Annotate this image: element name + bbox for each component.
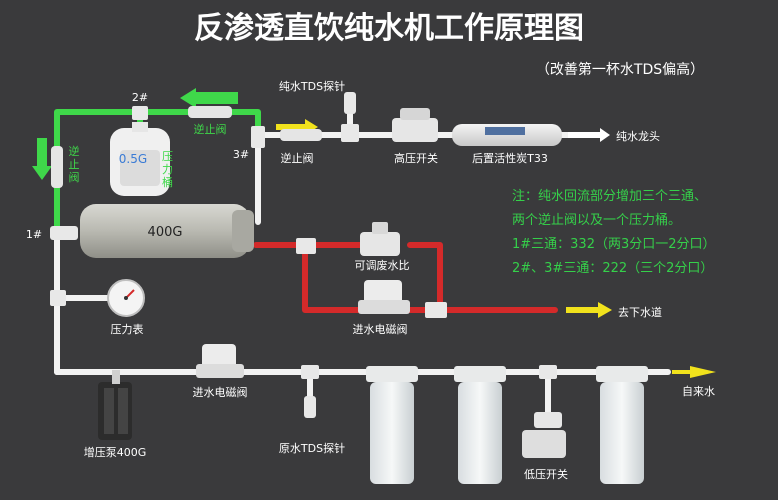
inlet-solenoid-red	[358, 280, 410, 314]
green-arrow-down-head	[32, 166, 52, 180]
filter-housing-1	[366, 366, 418, 484]
pure-tds-probe	[344, 92, 356, 114]
note-line-1: 注：纯水回流部分增加三个三通、	[512, 189, 707, 204]
yellow-arrow-drain	[566, 302, 612, 318]
tap-water-label: 自来水	[682, 385, 715, 398]
post-carbon-label: 后置活性炭T33	[472, 151, 548, 165]
booster-pump-label: 增压泵400G	[84, 445, 147, 459]
yellow-arrow-tap	[672, 366, 716, 378]
tee-2-fitting	[132, 106, 148, 120]
waste-ratio-label: 可调废水比	[355, 258, 410, 272]
low-pressure-switch-label: 低压开关	[524, 467, 568, 481]
check-valve-green-left-1: 逆	[69, 144, 80, 158]
low-pressure-switch	[522, 412, 566, 458]
check-valve-green-left-2: 止	[69, 158, 80, 171]
green-arrow-left-head	[180, 88, 196, 108]
check-valve-green-left-3: 阀	[69, 170, 80, 184]
ro-membrane: 400G	[80, 204, 254, 258]
green-arrow-left	[194, 92, 238, 104]
tee-3-label: 3#	[233, 148, 249, 161]
note-block: 注：纯水回流部分增加三个三通、 两个逆止阀以及一个压力桶。 1#三通：332（两…	[512, 189, 716, 276]
note-line-3: 1#三通：332（两3分口一2分口）	[512, 237, 716, 252]
tee-1-fitting	[50, 226, 78, 240]
filter-housing-3	[596, 366, 648, 484]
raw-tds-tee	[301, 365, 319, 379]
raw-tds-probe	[304, 396, 316, 418]
check-valve-white	[280, 129, 322, 141]
check-valve-green-top-label: 逆止阀	[194, 122, 227, 136]
check-valve-green-top	[188, 106, 232, 118]
tank-label-2: 力	[162, 163, 173, 176]
pure-faucet-arrow	[568, 128, 610, 142]
waste-ratio-valve	[360, 222, 400, 256]
note-line-4: 2#、3#三通：222（三个2分口）	[512, 261, 713, 276]
filter-housing-2	[454, 366, 506, 484]
note-line-2: 两个逆止阀以及一个压力桶。	[512, 212, 681, 228]
check-valve-green-left	[51, 146, 63, 188]
booster-pump	[98, 370, 132, 440]
pure-tds-tee	[341, 124, 359, 142]
raw-tds-probe-label: 原水TDS探针	[279, 441, 345, 455]
pure-tds-probe-label: 纯水TDS探针	[279, 79, 345, 93]
low-pressure-tee	[539, 365, 557, 379]
high-pressure-switch	[392, 108, 438, 142]
pressure-tank: 0.5G	[110, 122, 170, 196]
tee-1-label: 1#	[26, 228, 42, 241]
pressure-gauge-label: 压力表	[111, 322, 144, 336]
post-carbon-filter	[452, 124, 562, 146]
page-subtitle: （改善第一杯水TDS偏高）	[536, 61, 704, 78]
tee-2-label: 2#	[132, 91, 148, 104]
tank-capacity-label: 0.5G	[119, 152, 147, 166]
inlet-solenoid-white-label: 进水电磁阀	[193, 385, 248, 399]
membrane-capacity-label: 400G	[148, 225, 183, 240]
pressure-gauge	[107, 279, 145, 317]
drain-tee	[425, 302, 447, 318]
green-arrows	[32, 88, 238, 180]
pure-faucet-label: 纯水龙头	[616, 130, 660, 143]
high-pressure-switch-label: 高压开关	[394, 151, 438, 165]
inlet-solenoid-white	[196, 344, 244, 378]
green-arrow-down	[37, 138, 47, 168]
page-title: 反渗透直饮纯水机工作原理图	[194, 11, 584, 46]
tank-label-3: 桶	[162, 175, 173, 189]
red-tee	[296, 238, 316, 254]
tank-label-1: 压	[162, 150, 173, 163]
drain-label: 去下水道	[618, 305, 662, 319]
check-valve-white-label: 逆止阀	[281, 151, 314, 165]
tee-3-fitting	[251, 126, 265, 148]
inlet-solenoid-red-label: 进水电磁阀	[353, 322, 408, 336]
gauge-tee	[50, 290, 66, 306]
